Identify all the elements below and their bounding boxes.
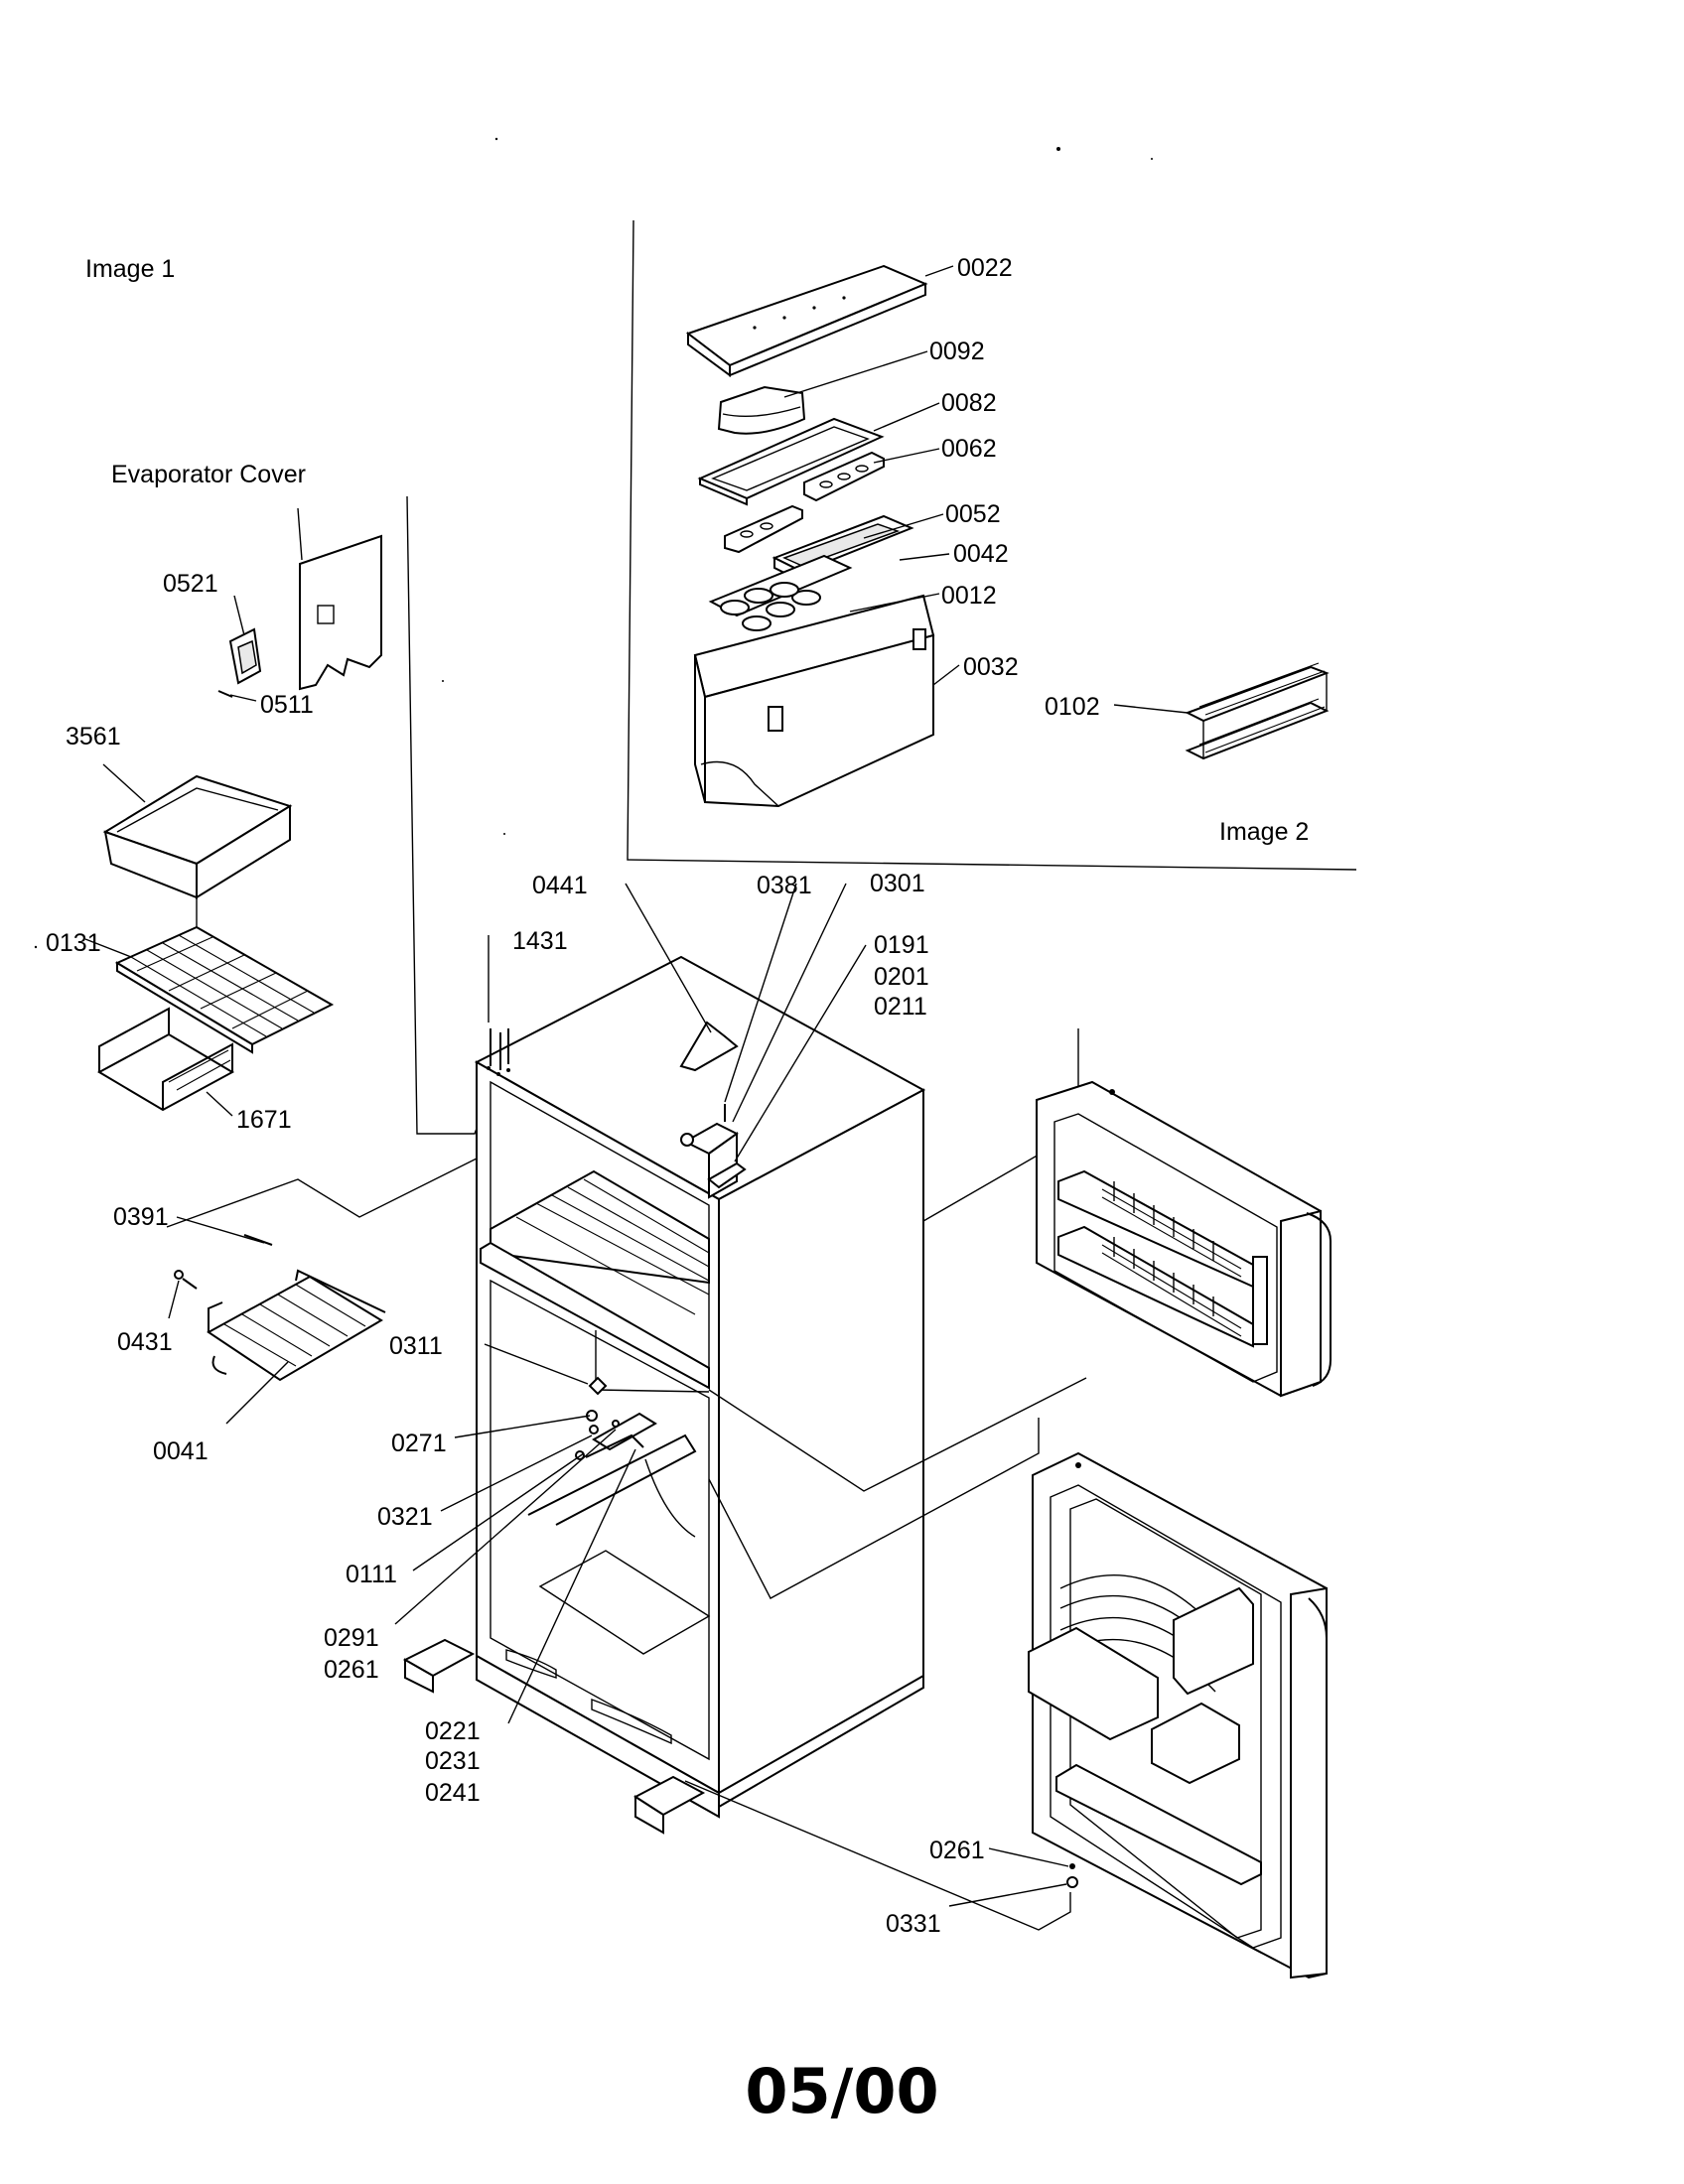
evaporator-bracket-line (406, 495, 495, 1135)
bottom-hinge-bracket-line (684, 1780, 1071, 1931)
ice-cube-molds (708, 554, 853, 631)
callout-0441: 0441 (532, 872, 588, 899)
callout-0041: 0041 (153, 1437, 209, 1465)
callout-0521: 0521 (163, 570, 218, 598)
shelf-screw-0391 (243, 1234, 273, 1246)
callout-0271: 0271 (391, 1430, 447, 1457)
callout-0052: 0052 (945, 500, 1001, 528)
image-2-frame (627, 219, 1357, 871)
callout-0131: 0131 (46, 929, 101, 957)
callout-0331: 0331 (886, 1910, 941, 1938)
callout-0032: 0032 (963, 653, 1019, 681)
freezer-door-bracket-line-2 (708, 1377, 1087, 1492)
callout-0082: 0082 (941, 389, 997, 417)
callout-0211: 0211 (874, 993, 927, 1021)
ice-bin-cover-0022 (685, 264, 928, 377)
ice-tray-plate-0062 (803, 451, 885, 502)
callout-0221: 0221 (425, 1717, 481, 1745)
freezer-door (1036, 1080, 1332, 1398)
leader-lines (84, 265, 1189, 1907)
wire-rack-0041 (207, 1269, 386, 1382)
callout-0431: 0431 (117, 1328, 173, 1356)
callout-0311: 0311 (389, 1332, 443, 1360)
refrigerator-cabinet (402, 955, 926, 1835)
callout-0261-bottom: 0261 (929, 1837, 985, 1864)
damper-control-0521 (228, 627, 262, 685)
callout-0291: 0291 (324, 1624, 379, 1652)
fresh-door-bracket-line (708, 1418, 1040, 1599)
callout-0261-center: 0261 (324, 1656, 379, 1684)
ice-tray-frame-0082 (697, 417, 885, 506)
caption-image-1: Image 1 (85, 255, 175, 283)
callout-1671: 1671 (236, 1106, 292, 1134)
ice-chute-0092 (717, 385, 806, 435)
callout-0191: 0191 (874, 931, 929, 959)
shelf-frame-1671 (96, 1007, 235, 1112)
callout-0022: 0022 (957, 254, 1013, 282)
callout-0321: 0321 (377, 1503, 433, 1531)
callout-0381: 0381 (757, 872, 812, 899)
callout-0111: 0111 (346, 1561, 397, 1588)
bottom-hinge-parts (1066, 1863, 1078, 1888)
footer-date: 05/00 (745, 2055, 939, 2127)
ice-bin-0012-0032 (693, 594, 935, 808)
callout-0511: 0511 (260, 691, 314, 719)
fresh-food-door (1028, 1451, 1328, 1979)
callout-0042: 0042 (953, 540, 1009, 568)
evaporator-cover (297, 507, 382, 691)
evaporator-screw-0511 (217, 690, 233, 698)
callout-0062: 0062 (941, 435, 997, 463)
ice-trays-0102 (1185, 662, 1330, 760)
caption-image-2: Image 2 (1219, 818, 1309, 846)
callout-labels: 0022 0092 0082 0062 0052 0042 0012 0032 … (46, 254, 1100, 1938)
top-hinge-assembly (680, 1104, 747, 1199)
center-hinge-parts (575, 1376, 657, 1460)
crisper-pan-3561 (102, 774, 293, 899)
callout-0102: 0102 (1045, 693, 1100, 721)
callout-0092: 0092 (929, 338, 985, 365)
callout-1431: 1431 (512, 927, 568, 955)
callout-0201: 0201 (874, 963, 929, 991)
callout-0241: 0241 (425, 1779, 481, 1807)
callout-0231: 0231 (425, 1747, 481, 1775)
callout-0391: 0391 (113, 1203, 169, 1231)
callout-3561: 3561 (66, 723, 121, 751)
callout-0301: 0301 (870, 870, 925, 897)
rack-bracket-line (166, 1151, 491, 1228)
ice-tray-plate-left-0052 (724, 504, 803, 554)
caption-evaporator-cover: Evaporator Cover (111, 461, 306, 488)
scan-specks (34, 137, 1153, 949)
callout-0012: 0012 (941, 582, 997, 610)
shelf-pin-0431 (174, 1270, 198, 1290)
shelf-glass-0131 (114, 925, 335, 1054)
top-hinge-cover-0441 (679, 1021, 739, 1072)
